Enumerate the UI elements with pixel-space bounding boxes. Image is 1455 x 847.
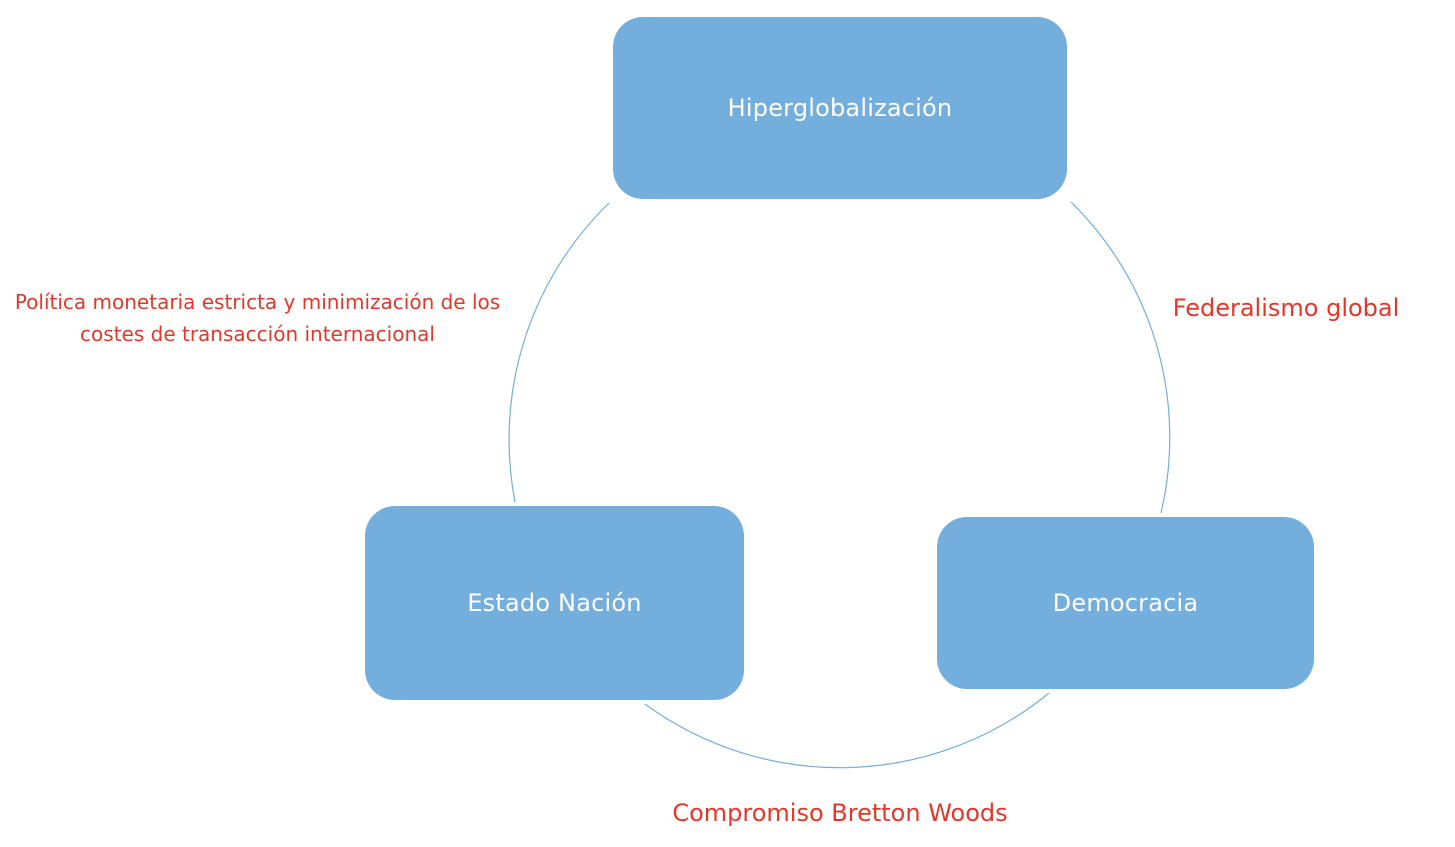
connector-right-arc [1070, 201, 1171, 514]
edge-label-right: Federalismo global [1150, 290, 1422, 326]
connector-left-arc [508, 202, 610, 503]
node-estado-nacion-label: Estado Nación [467, 589, 642, 617]
edge-label-left-line2: costes de transacción internacional [80, 322, 435, 346]
node-hiperglobalizacion: Hiperglobalización [613, 17, 1067, 199]
edge-label-left: Política monetaria estricta y minimizaci… [0, 286, 515, 350]
node-democracia: Democracia [937, 517, 1314, 689]
node-democracia-label: Democracia [1052, 589, 1199, 617]
edge-label-left-line1: Política monetaria estricta y minimizaci… [14, 290, 501, 314]
node-estado-nacion: Estado Nación [365, 506, 744, 700]
edge-label-right-text: Federalismo global [1172, 294, 1400, 322]
connector-bottom-arc [644, 692, 1050, 769]
node-hiperglobalizacion-label: Hiperglobalización [727, 94, 953, 122]
edge-label-bottom-text: Compromiso Bretton Woods [672, 799, 1008, 827]
edge-label-bottom: Compromiso Bretton Woods [620, 795, 1060, 831]
